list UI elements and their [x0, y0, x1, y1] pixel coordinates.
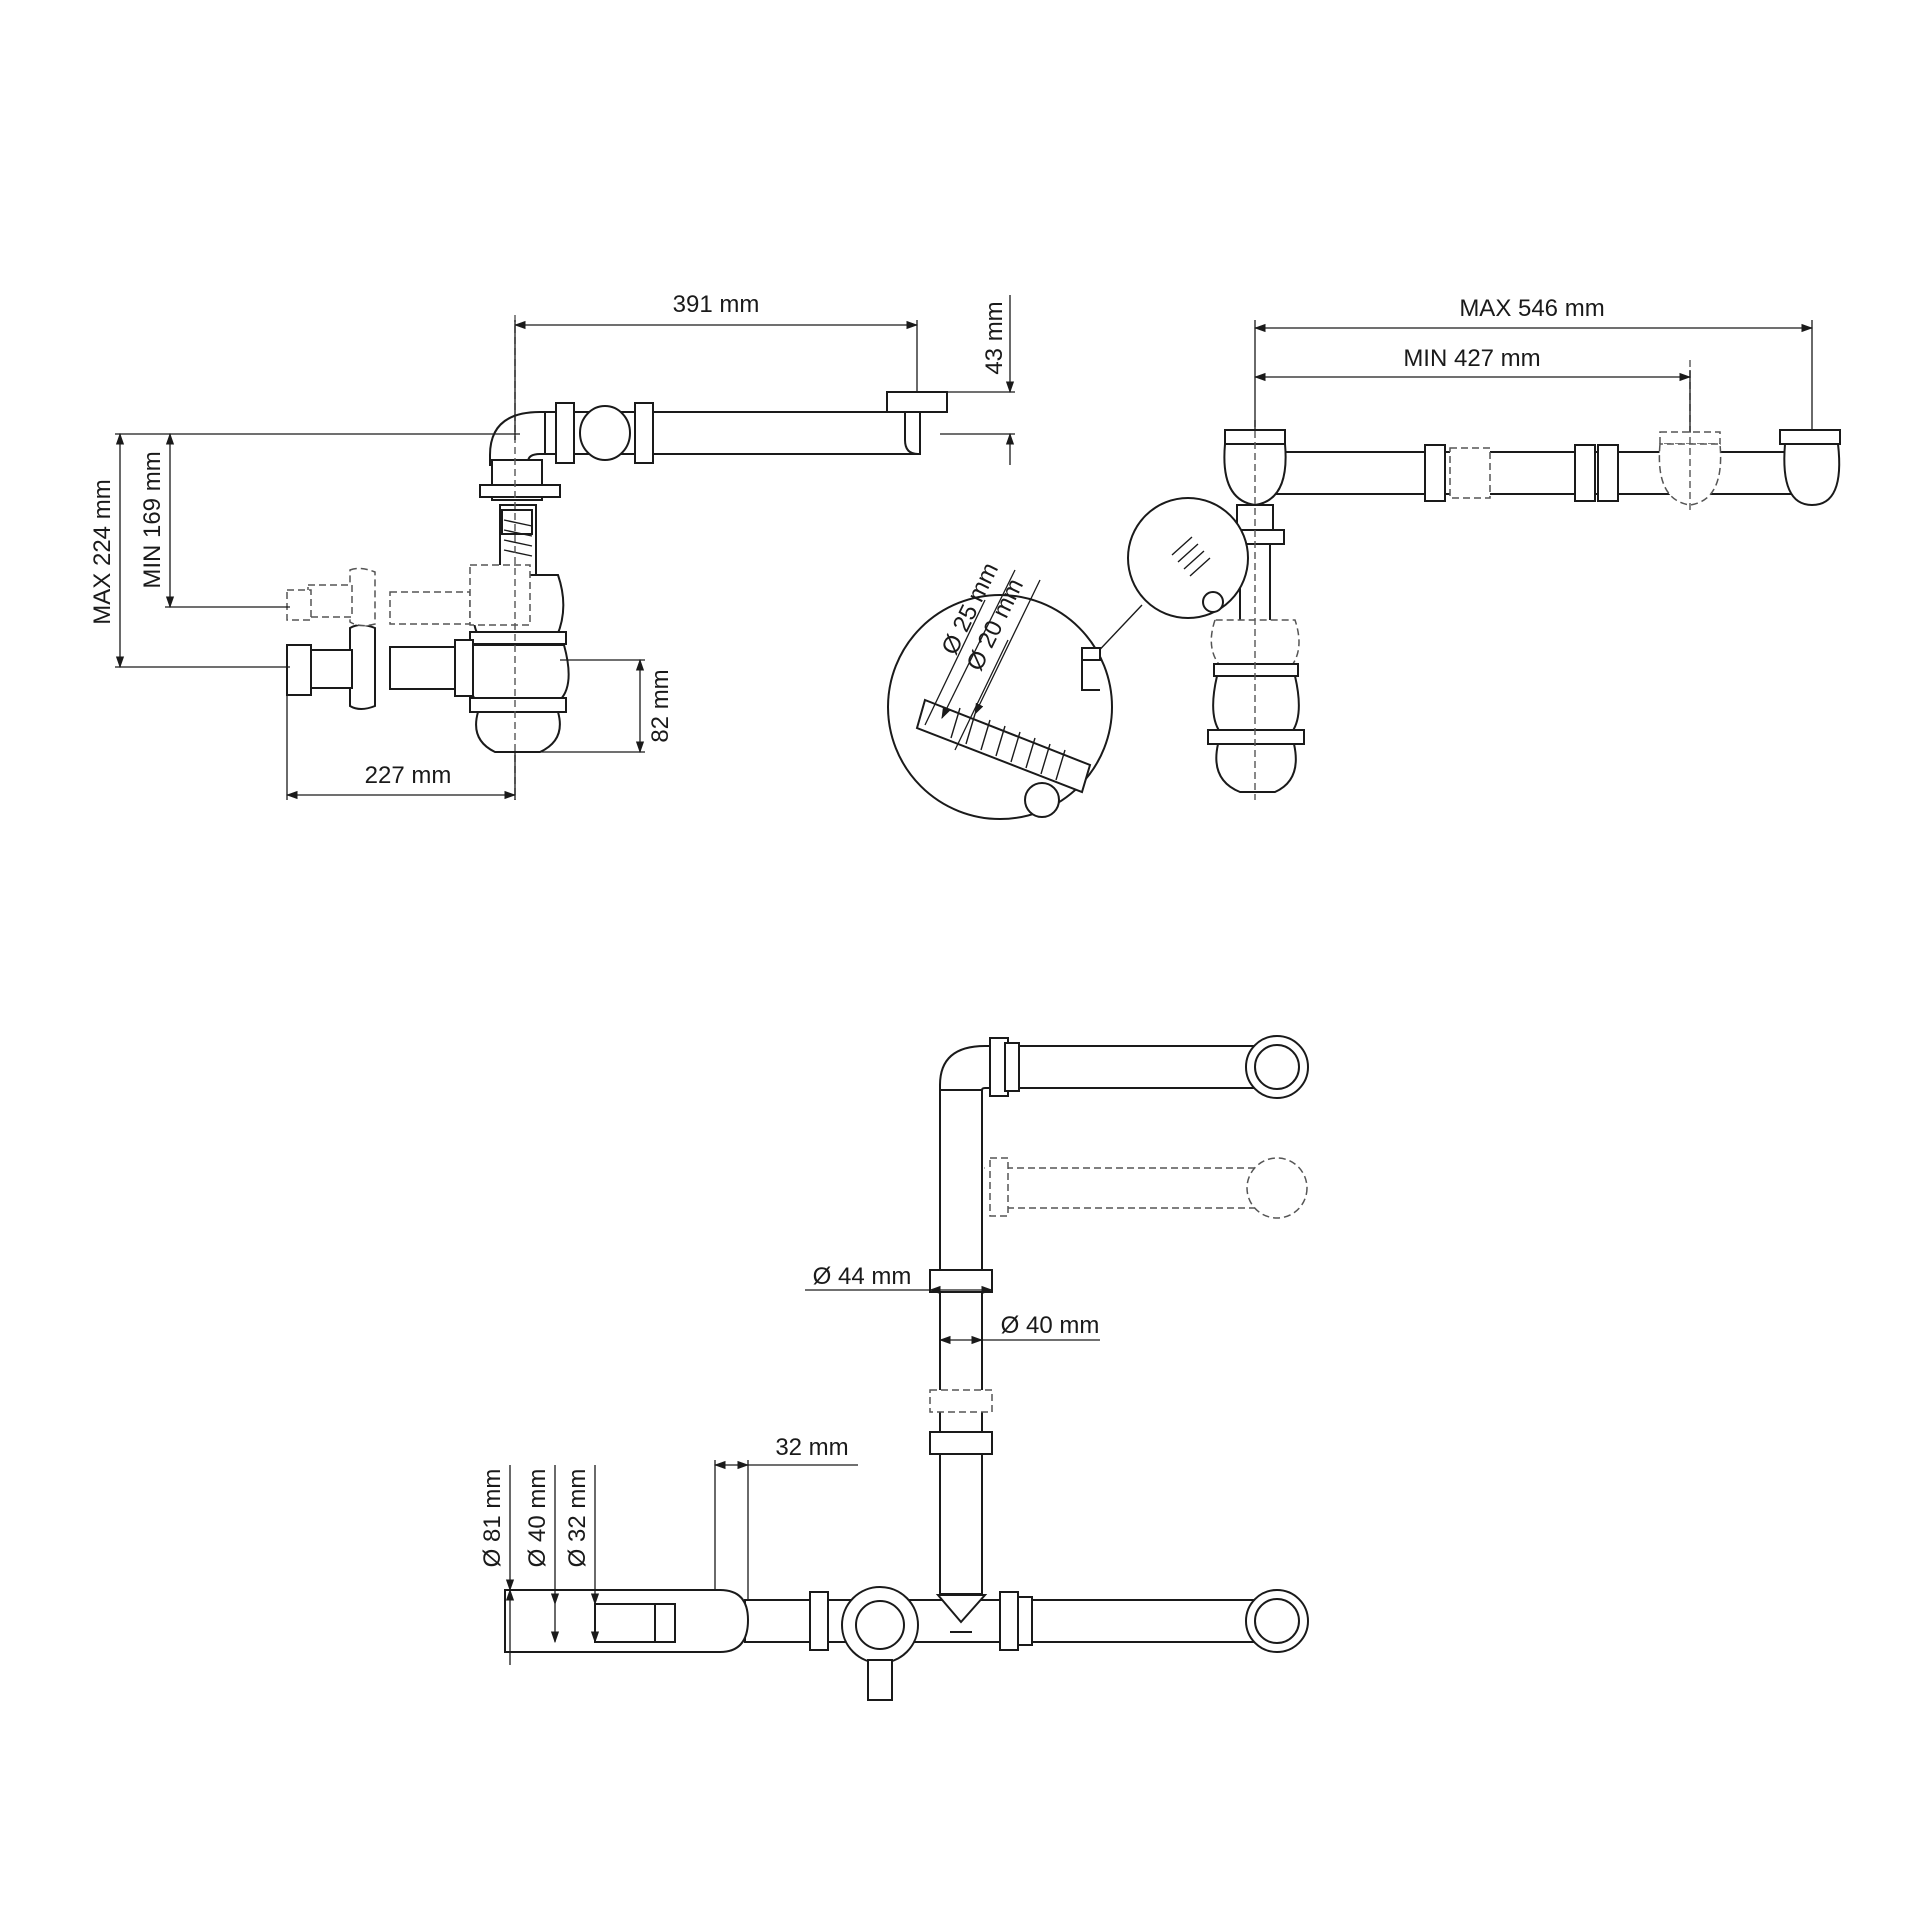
dim-32-offset-label: 32 mm [775, 1434, 848, 1461]
dim-max-546-label: MAX 546 mm [1459, 295, 1604, 322]
top-view: Ø 44 mm Ø 40 mm 32 mm Ø 81 mm Ø 40 mm Ø … [479, 1035, 1309, 1701]
dim-min-427-label: MIN 427 mm [1403, 345, 1540, 372]
front-view: MAX 546 mm MIN 427 mm [1089, 295, 1841, 800]
detail-view: Ø 25 mm Ø 20 mm [887, 558, 1113, 820]
dim-d40-outlet-label: Ø 40 mm [524, 1469, 551, 1568]
dim-min-169-label: MIN 169 mm [139, 451, 166, 588]
dim-391-label: 391 mm [673, 291, 760, 318]
dim-227-label: 227 mm [365, 762, 452, 789]
dim-43-label: 43 mm [981, 301, 1008, 374]
dim-d40-trunk-label: Ø 40 mm [1001, 1312, 1100, 1339]
side-view: 391 mm 43 mm MAX 224 mm MIN 169 mm 82 mm… [89, 291, 1015, 800]
dim-d32-label: Ø 32 mm [564, 1469, 591, 1568]
dim-82-label: 82 mm [647, 669, 674, 742]
dim-max-224-label: MAX 224 mm [89, 479, 116, 624]
dim-d81-label: Ø 81 mm [479, 1469, 506, 1568]
dim-d44-label: Ø 44 mm [813, 1263, 912, 1290]
